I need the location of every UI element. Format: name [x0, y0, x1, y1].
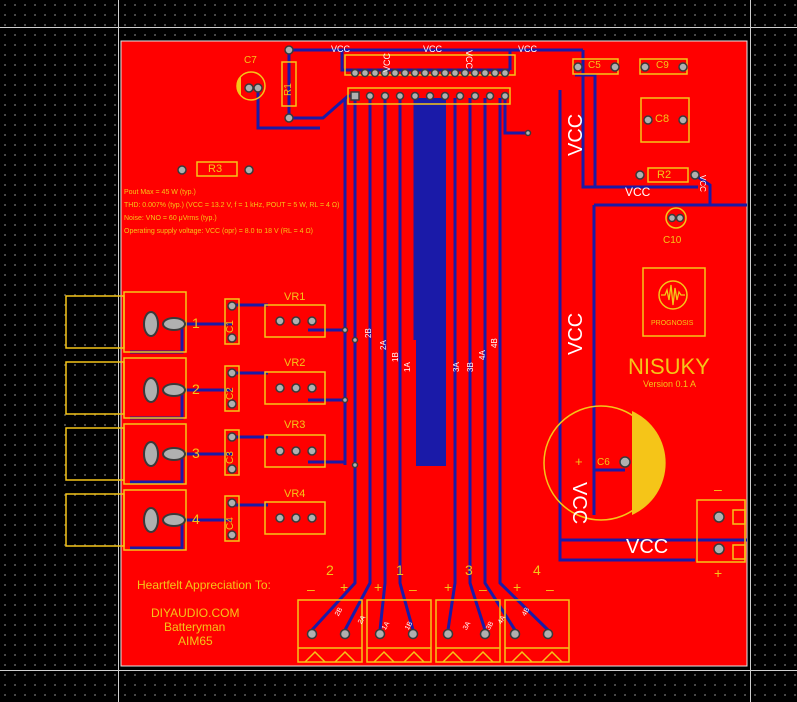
power-minus: –	[714, 481, 722, 497]
vcc-label-top-5: VCC	[518, 44, 538, 54]
output-channel-4: 4	[533, 562, 541, 578]
vcc-label-top-3: VCC	[423, 44, 443, 54]
out4-minus: –	[546, 581, 554, 597]
out2-plus: +	[340, 579, 349, 595]
input-number-2: 2	[192, 381, 200, 397]
label-vr1: VR1	[284, 291, 306, 303]
input-number-3: 3	[192, 445, 200, 461]
credits-name-2: Batteryman	[164, 620, 226, 634]
input-number-1: 1	[192, 315, 200, 331]
trace-label-1a: 1A	[403, 362, 412, 372]
ground-pour	[416, 98, 446, 466]
label-c8: C8	[655, 113, 670, 125]
credits-heading: Heartfelt Appreciation To:	[137, 578, 271, 592]
guide-line-right	[750, 0, 751, 702]
copper-traces	[130, 48, 747, 632]
label-c6: C6	[597, 457, 610, 468]
label-r2: R2	[657, 169, 672, 181]
out4-plus: +	[513, 579, 522, 595]
c6-plus: +	[575, 454, 583, 469]
board-version: Version 0.1 A	[643, 379, 697, 389]
spec-line-3: Noise: VNO = 60 μVrms (typ.)	[124, 215, 217, 222]
vcc-label-r2: VCC	[625, 185, 651, 199]
vcc-label-big-3: VCC	[568, 482, 590, 525]
trace-label-1b: 1B	[391, 352, 400, 362]
label-c10: C10	[663, 235, 682, 246]
trace-label-3b: 3B	[466, 362, 475, 372]
label-vr2: VR2	[284, 357, 306, 369]
input-number-4: 4	[192, 511, 200, 527]
output-channel-1: 1	[396, 562, 404, 578]
power-plus: +	[714, 565, 723, 581]
credits-name-3: AIM65	[178, 634, 213, 648]
guide-line-left	[118, 0, 119, 702]
label-vr4: VR4	[284, 488, 306, 500]
out3-minus: –	[479, 581, 487, 597]
vcc-label-top-2: VCC	[382, 52, 392, 72]
spec-line-2: THD: 0.007% (typ.) (VCC = 13.2 V, f = 1 …	[124, 202, 340, 209]
vcc-label-big-2: VCC	[565, 312, 587, 355]
vcc-label-big-1: VCC	[565, 113, 587, 156]
pads	[177, 45, 725, 640]
output-channel-2: 2	[326, 562, 334, 578]
label-c4: C4	[225, 517, 236, 530]
trace-label-3a: 3A	[452, 362, 461, 372]
vcc-label-bottom: VCC	[626, 536, 669, 558]
out1-minus: –	[409, 581, 417, 597]
c6-polarity-band	[632, 411, 666, 515]
label-c2: C2	[225, 387, 236, 400]
credits-name-1: DIYAUDIO.COM	[151, 606, 240, 620]
vcc-label-top-4: VCC	[464, 50, 474, 70]
label-c1: C1	[225, 320, 236, 333]
label-r3: R3	[208, 163, 223, 175]
c7-polarity-band	[236, 76, 241, 96]
spec-line-1: Pout Max = 45 W (typ.)	[124, 189, 196, 196]
trace-label-2a: 2A	[379, 340, 388, 350]
label-r1: R1	[283, 83, 294, 96]
out3-plus: +	[444, 579, 453, 595]
trace-label-4a: 4A	[478, 350, 487, 360]
pin1-square-pad	[350, 91, 360, 101]
label-c9: C9	[656, 60, 669, 71]
guide-line-top	[0, 27, 797, 28]
vcc-label-top-1: VCC	[331, 44, 351, 54]
label-c7: C7	[244, 55, 257, 66]
out1-plus: +	[374, 579, 383, 595]
jack-pads	[143, 311, 186, 533]
trace-label-4b: 4B	[490, 338, 499, 348]
guide-line-bottom	[0, 670, 797, 671]
out2-minus: –	[307, 581, 315, 597]
label-vr3: VR3	[284, 419, 306, 431]
prognosis-logo-icon	[658, 280, 688, 310]
trace-label-2b: 2B	[364, 328, 373, 338]
silkscreen	[65, 54, 746, 663]
label-c3: C3	[225, 451, 236, 464]
spec-line-4: Operating supply voltage: VCC (opr) = 8.…	[124, 228, 314, 235]
label-c5: C5	[588, 60, 601, 71]
board-title: NISUKY	[628, 354, 710, 379]
output-channel-3: 3	[465, 562, 473, 578]
logo-text: PROGNOSIS	[651, 320, 694, 327]
vcc-label-c10: VCC	[698, 175, 707, 192]
